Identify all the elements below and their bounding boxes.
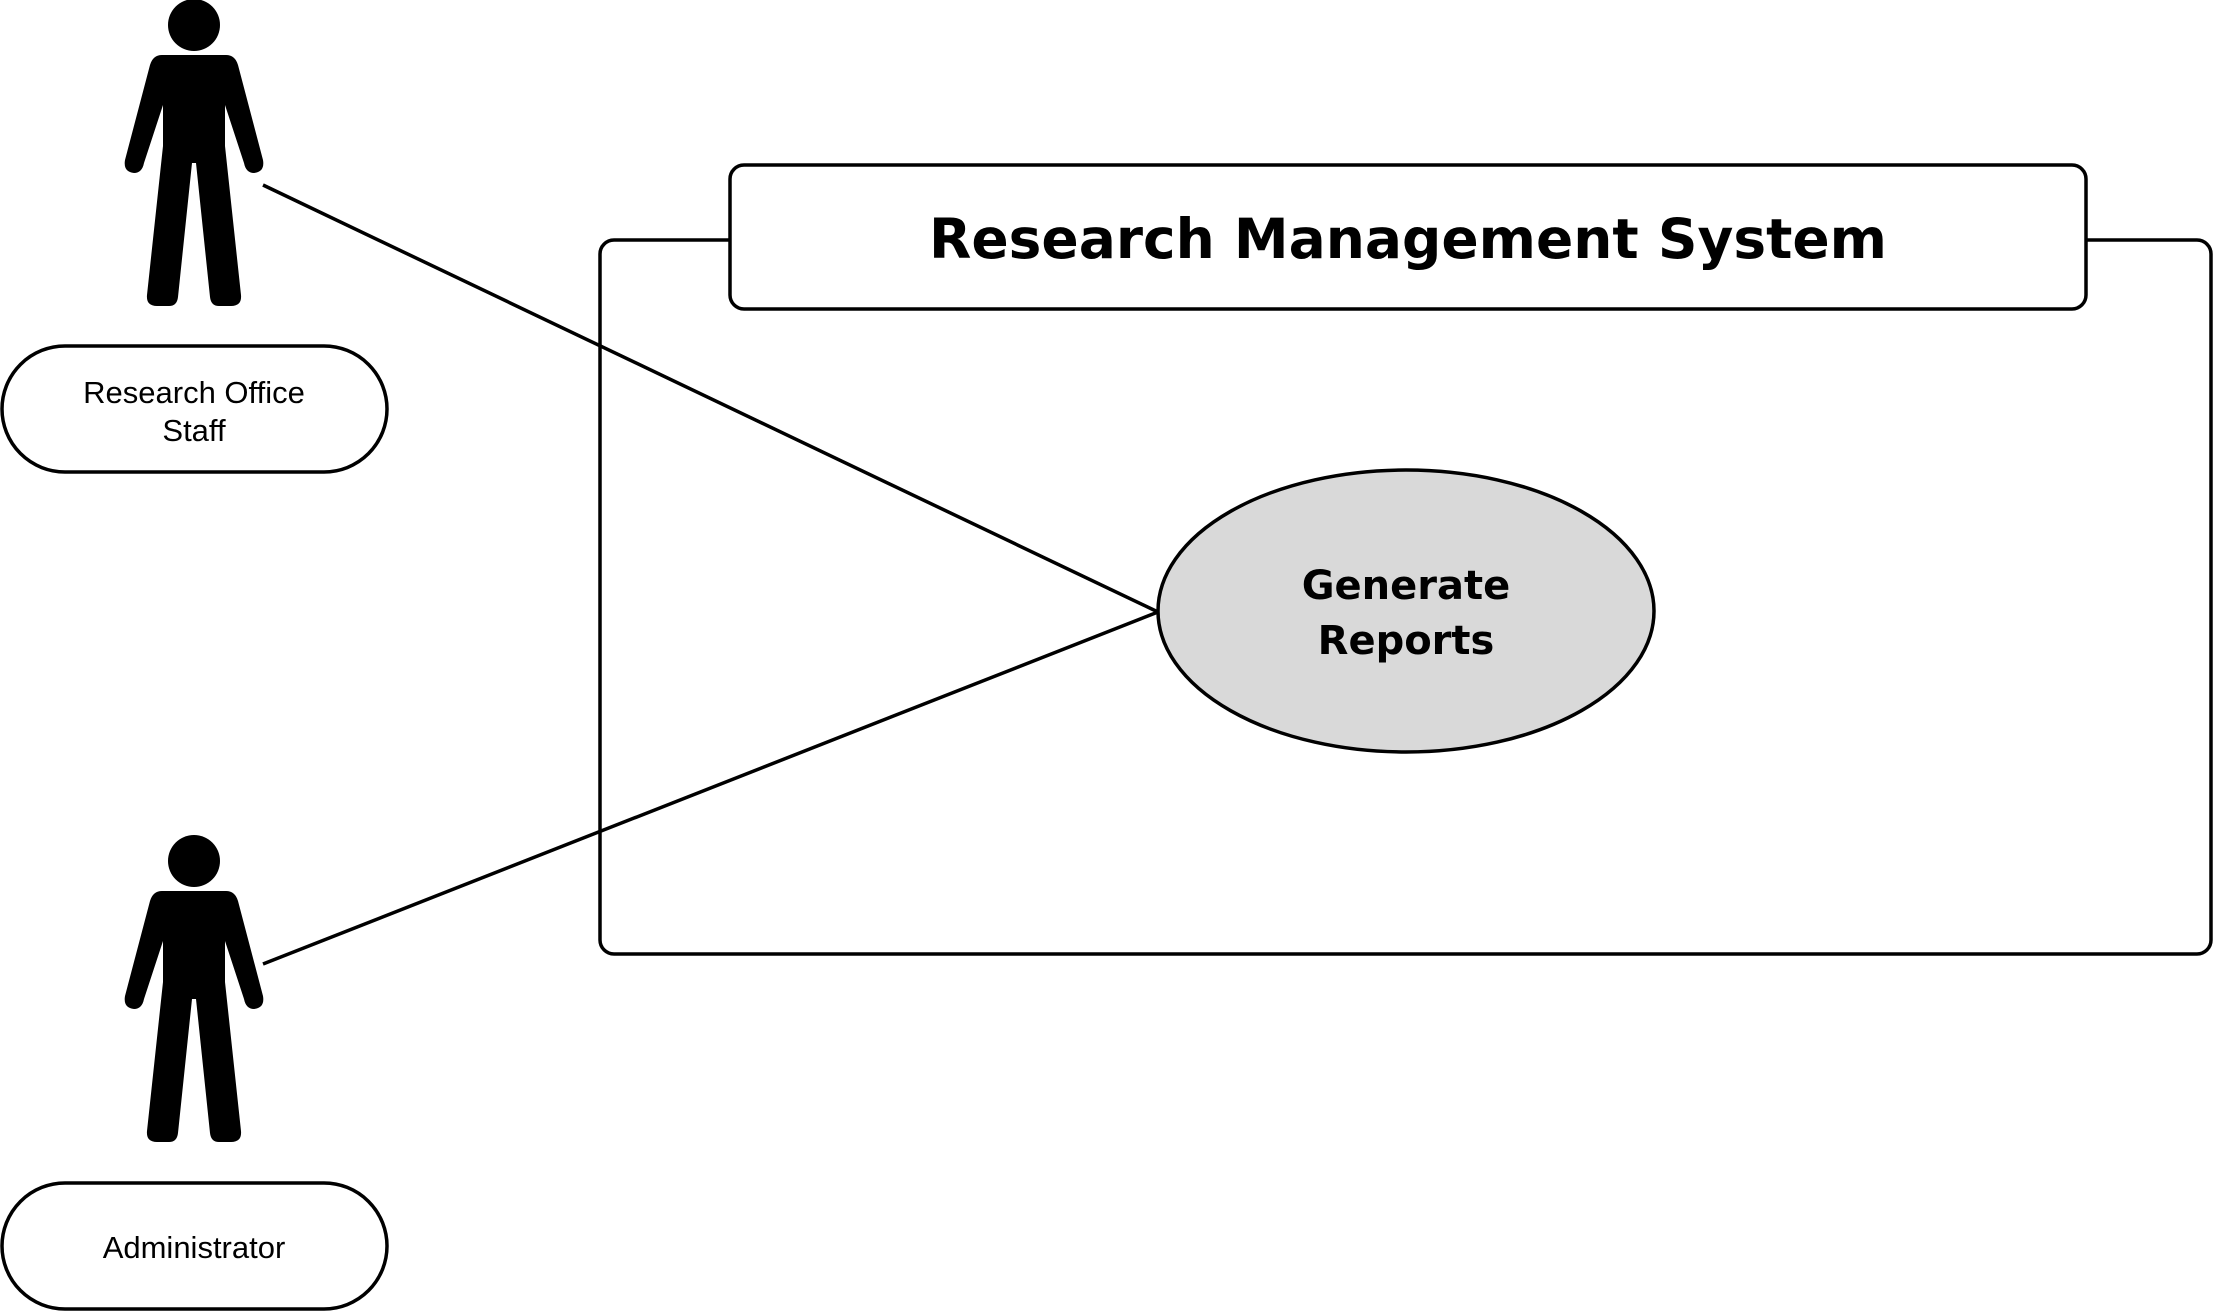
system-title: Research Management System [929, 207, 1887, 271]
use-case-ellipse [1156, 468, 1656, 754]
actor-name-line1: Administrator [103, 1230, 286, 1265]
person-icon [124, 0, 264, 306]
actor-name-line2: Staff [162, 413, 226, 448]
system-title-box [728, 163, 2088, 311]
actor-research-office-staff[interactable]: Research Office Staff [0, 0, 389, 474]
person-icon [124, 835, 264, 1142]
association-administrator-generate-reports [262, 610, 1159, 966]
actor-administrator[interactable]: Administrator [0, 835, 389, 1311]
use-case-generate-reports[interactable]: Generate Reports [1156, 468, 1656, 754]
association-staff-generate-reports [262, 183, 1159, 614]
use-case-label-line2: Reports [1318, 618, 1495, 664]
actor-name-box [0, 344, 389, 474]
actor-name-box [0, 1181, 389, 1311]
actor-name-line1: Research Office [83, 375, 305, 410]
use-case-label-line1: Generate [1302, 563, 1511, 609]
